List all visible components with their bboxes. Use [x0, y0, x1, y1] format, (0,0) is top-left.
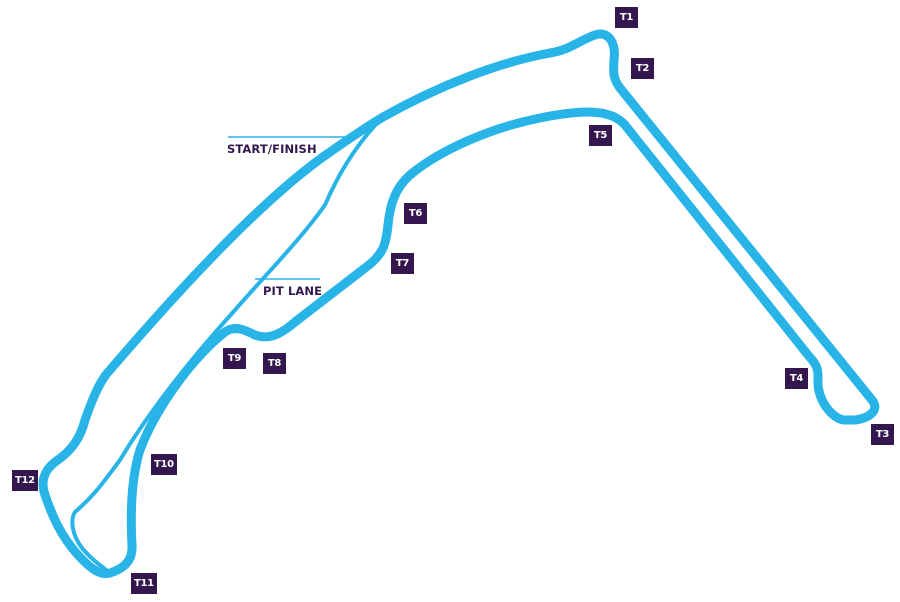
- turn-badge-t3: T3: [871, 424, 894, 445]
- turn-badge-t11: T11: [131, 573, 157, 594]
- start-finish-label: START/FINISH: [227, 142, 317, 156]
- turn-badge-t9: T9: [223, 348, 246, 369]
- turn-badge-t7: T7: [391, 253, 414, 274]
- turn-badge-t10: T10: [151, 454, 177, 475]
- turn-badge-t5: T5: [589, 125, 612, 146]
- turn-badge-t2: T2: [631, 58, 654, 79]
- turn-badge-t4: T4: [785, 368, 808, 389]
- turn-badge-t6: T6: [404, 203, 427, 224]
- pit-lane-label: PIT LANE: [263, 284, 323, 298]
- turn-badge-t8: T8: [263, 353, 286, 374]
- turn-badge-t12: T12: [12, 470, 38, 491]
- track-main-circuit: [38, 29, 880, 579]
- turn-badge-t1: T1: [615, 7, 638, 28]
- pit-lane-path: [70, 115, 385, 575]
